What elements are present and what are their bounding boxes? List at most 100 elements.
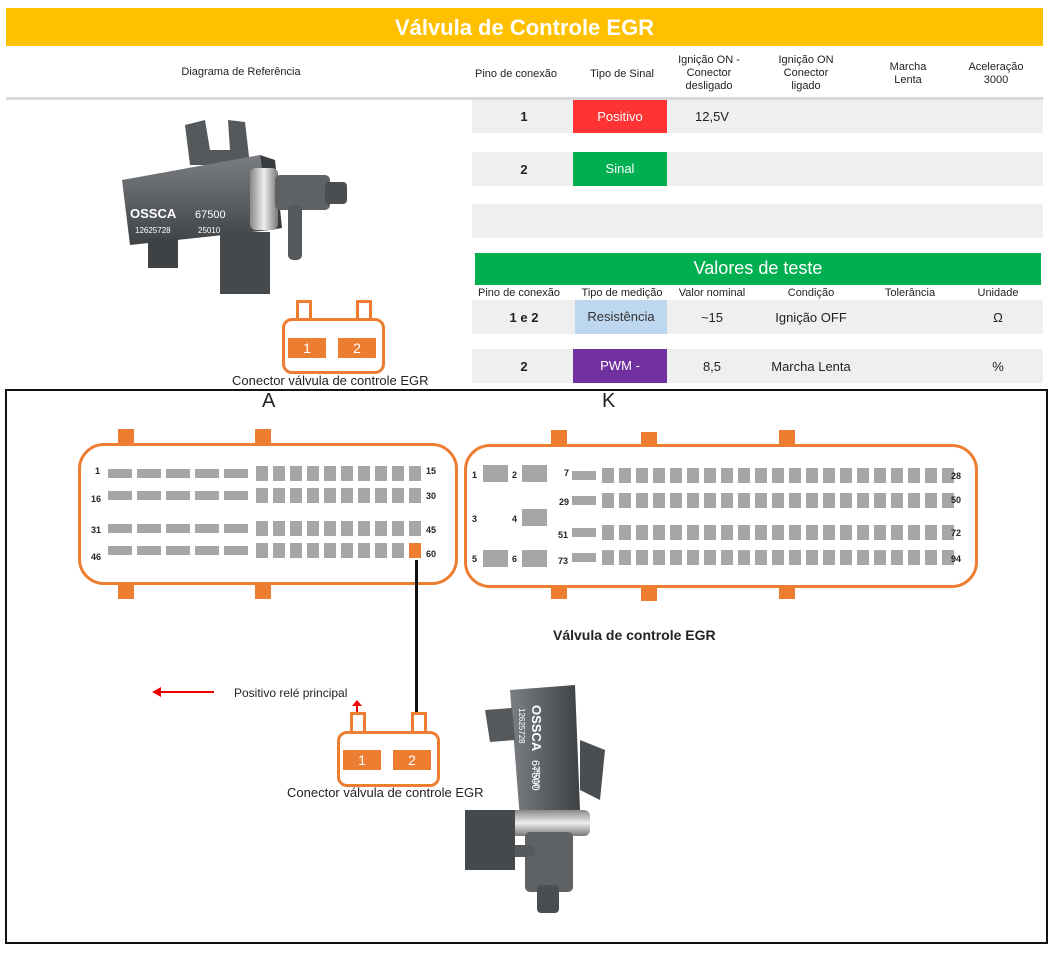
- conn-a-pin-slot: [273, 488, 285, 503]
- top-connector-pin-1: 1: [288, 338, 326, 358]
- conn-k-pin-slot: [721, 550, 733, 565]
- conn-a-pin-slot: [195, 546, 219, 555]
- conn-k-large-pin: [522, 509, 547, 526]
- conn-a-pin-slot: [137, 469, 161, 478]
- conn-a-pin-slot: [273, 543, 285, 558]
- conn-a-pin-slot: [256, 521, 268, 536]
- test-title: Valores de teste: [475, 253, 1041, 285]
- conn-k-tab-bot-2: [641, 585, 657, 601]
- conn-a-lbl-16: 16: [91, 494, 102, 504]
- signal-wire: [415, 560, 418, 712]
- conn-k-pin-slot: [653, 468, 665, 483]
- conn-a-pin-slot: [392, 488, 404, 503]
- conn-k-pin-slot: [806, 468, 818, 483]
- bottom-connector-label: Conector válvula de controle EGR: [287, 785, 484, 800]
- top-connector-pin-2: 2: [338, 338, 376, 358]
- conn-k-lbl-2: 2: [512, 470, 518, 480]
- conn-k-lbl-72: 72: [951, 528, 962, 538]
- conn-k-pin-slot: [789, 468, 801, 483]
- conn-k-lbl-50: 50: [951, 495, 962, 505]
- test-row-1-nominal: ~15: [700, 310, 724, 325]
- bottom-connector-tab-left: [350, 712, 366, 735]
- conn-a-lbl-15: 15: [426, 466, 437, 476]
- conn-k-pin-slot: [704, 468, 716, 483]
- conn-k-pin-slot: [772, 550, 784, 565]
- test-header-nominal: Valor nominal: [678, 287, 746, 299]
- conn-a-pin-slot: [392, 466, 404, 481]
- conn-a-tab-bot-1: [118, 582, 134, 599]
- conn-a-pin-slot: [341, 466, 353, 481]
- conn-k-pin-slot: [942, 493, 954, 508]
- pin-row-2-pin: 2: [520, 162, 528, 177]
- conn-k-pin-slot: [772, 468, 784, 483]
- conn-k-lbl-4: 4: [512, 514, 518, 524]
- conn-a-pin-slot: [358, 521, 370, 536]
- conn-k-pin-slot: [738, 468, 750, 483]
- conn-k-lbl-3: 3: [472, 514, 478, 524]
- conn-k-pin-slot: [704, 550, 716, 565]
- test-row-2-measure: PWM -: [573, 349, 667, 383]
- conn-a-pin-slot: [224, 524, 248, 533]
- conn-k-pin-slot: [857, 493, 869, 508]
- bottom-connector-pin-2: 2: [393, 750, 431, 770]
- conn-k-pin-slot: [891, 525, 903, 540]
- conn-a-pin-slot: [358, 543, 370, 558]
- conn-k-pin-slot: [840, 493, 852, 508]
- conn-a-pin-slot: [307, 543, 319, 558]
- conn-k-pin-slot: [908, 468, 920, 483]
- conn-k-pin-slot: [687, 493, 699, 508]
- conn-k-pin-slot: [687, 525, 699, 540]
- conn-k-large-pin: [483, 550, 508, 567]
- conn-k-pin-slot: [653, 493, 665, 508]
- conn-a-pin-slot: [392, 543, 404, 558]
- conn-a-pin-slot: [409, 521, 421, 536]
- part-brand-top: OSSCA: [130, 206, 177, 221]
- conn-a-pin-slot: [324, 521, 336, 536]
- conn-k-pin-slot: [772, 493, 784, 508]
- conn-k-pin-slot: [619, 493, 631, 508]
- conn-k-pin-slot: [704, 493, 716, 508]
- conn-a-pin-slot: [375, 521, 387, 536]
- conn-a-pin-slot: [256, 488, 268, 503]
- conn-k-pin-slot: [823, 493, 835, 508]
- conn-k-lbl-73: 73: [558, 556, 569, 566]
- conn-k-pin-slot: [823, 468, 835, 483]
- conn-a-pin-slot: [166, 469, 190, 478]
- conn-k-pin-slot: [636, 550, 648, 565]
- conn-k-pin-slot: [789, 493, 801, 508]
- conn-a-lbl-45: 45: [426, 525, 437, 535]
- conn-a-pin-slot: [307, 466, 319, 481]
- conn-a-lbl-30: 30: [426, 491, 437, 501]
- conn-k-pin-slot: [636, 493, 648, 508]
- conn-k-pin-slot: [823, 525, 835, 540]
- conn-a-pin-slot: [195, 491, 219, 500]
- conn-a-pin-slot: [341, 488, 353, 503]
- conn-k-large-pin: [522, 550, 547, 567]
- conn-k-pin-slot: [925, 468, 937, 483]
- conn-a-pin-slot: [137, 546, 161, 555]
- pin-row-2-signal: Sinal: [573, 152, 667, 186]
- conn-a-pin-slot: [409, 488, 421, 503]
- conn-a-pin-60: [409, 543, 421, 558]
- pin-row-1: [472, 100, 1043, 133]
- conn-a-pin-slot: [108, 524, 132, 533]
- conn-k-pin-slot: [602, 550, 614, 565]
- bottom-connector-pin-1: 1: [343, 750, 381, 770]
- conn-k-pin-slot: [755, 525, 767, 540]
- conn-k-pin-slot: [721, 468, 733, 483]
- test-row-1-condition: Ignição OFF: [775, 310, 847, 325]
- conn-a-pin-slot: [290, 543, 302, 558]
- conn-k-lbl-51: 51: [558, 530, 569, 540]
- pin-row-2: [472, 152, 1043, 186]
- conn-a-pin-slot: [341, 521, 353, 536]
- test-row-1-unit: Ω: [993, 310, 1003, 325]
- part-code-top: 67500: [195, 209, 226, 221]
- conn-k-pin-slot: [942, 525, 954, 540]
- conn-a-pin-slot: [375, 543, 387, 558]
- header-ign-on-on: Ignição ON Conector ligado: [778, 54, 834, 92]
- conn-k-pin-slot: [857, 525, 869, 540]
- conn-a-lbl-31: 31: [91, 525, 102, 535]
- conn-a-lbl-1: 1: [95, 466, 101, 476]
- conn-k-lbl-94: 94: [951, 554, 962, 564]
- test-row-2-nominal: 8,5: [702, 359, 722, 374]
